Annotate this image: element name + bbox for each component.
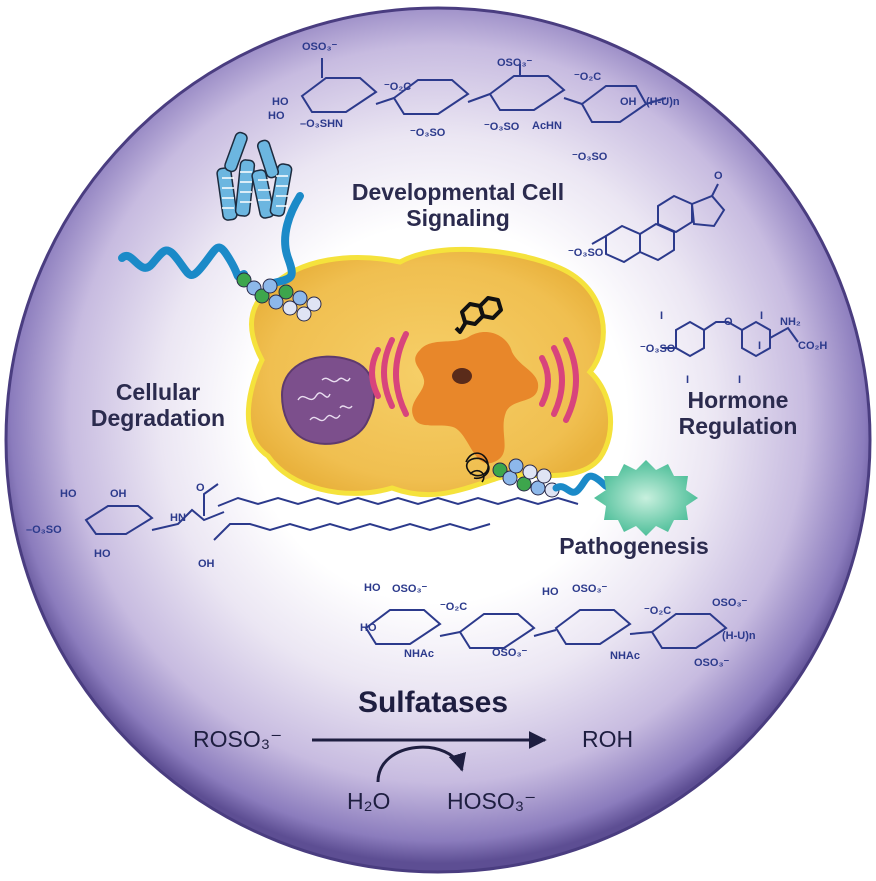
chem-label-lipid: HO [60,488,77,500]
chem-label-heparan-bottom: NHAc [610,650,640,662]
chem-label-steroid: ⁻O₃SO [568,246,603,259]
chem-label-heparan-bottom: OSO₃⁻ [572,582,607,595]
chem-label-lipid: –O₃SO [26,524,62,536]
chem-label-heparan-top: AcHN [532,120,562,132]
chem-label-thyroid: I [660,310,663,322]
chem-label-thyroid: NH₂ [780,316,801,328]
chem-label-thyroid: I [758,340,761,352]
chem-label-heparan-bottom: OSO₃⁻ [392,582,427,595]
chem-label-heparan-bottom: HO [542,586,559,598]
chem-label-heparan-top: ⁻O₃SO [410,126,445,139]
chem-label-heparan-top: OH [620,96,637,108]
reaction-substrate: ROSO₃⁻ [193,726,282,753]
chem-label-lipid: HO [94,548,111,560]
label-cellular-line2: Degradation [68,406,248,432]
chem-label-thyroid: I [738,374,741,386]
chem-label-heparan-bottom: (H-U)n [722,630,756,642]
chem-label-heparan-bottom: NHAc [404,648,434,660]
chem-label-heparan-bottom: OSO₃⁻ [712,596,747,609]
chem-label-heparan-top: ⁻O₂C [384,80,411,93]
label-hormone-regulation: Hormone Regulation [648,388,828,440]
chem-label-heparan-bottom: HO [360,622,377,634]
label-developmental-line1: Developmental Cell [318,180,598,206]
label-cellular-line1: Cellular [68,380,248,406]
chem-label-heparan-top: –O₃SHN [300,118,343,130]
chem-label-heparan-top: OSO₃⁻ [497,56,532,69]
chem-label-heparan-bottom: OSO₃⁻ [694,656,729,669]
chem-label-heparan-bottom: ⁻O₂C [644,604,671,617]
reaction-title: Sulfatases [318,686,548,720]
lysosome [282,357,374,444]
chem-label-heparan-top: HO [268,110,285,122]
reaction-byproduct: HOSO₃⁻ [447,788,536,815]
chem-label-heparan-top: OSO₃⁻ [302,40,337,53]
chem-label-thyroid: I [760,310,763,322]
label-pathogenesis: Pathogenesis [534,534,734,560]
chem-label-thyroid: O [724,316,733,328]
label-developmental-signaling: Developmental Cell Signaling [318,180,598,232]
label-cellular-degradation: Cellular Degradation [68,380,248,432]
chem-label-lipid: OH [110,488,127,500]
chem-label-thyroid: ⁻O₃SO [640,342,675,355]
label-hormone-line1: Hormone [648,388,828,414]
reaction-product: ROH [582,726,633,753]
chem-label-thyroid: I [686,374,689,386]
chem-label-heparan-top: ⁻O₃SO [484,120,519,133]
chem-label-heparan-top: ⁻O₂C [574,70,601,83]
chem-label-heparan-top: (H-U)n [646,96,680,108]
label-developmental-line2: Signaling [318,206,598,232]
chem-label-heparan-bottom: OSO₃⁻ [492,646,527,659]
label-hormone-line2: Regulation [648,414,828,440]
chem-label-heparan-bottom: HO [364,582,381,594]
nucleolus [452,368,472,384]
chem-label-heparan-top: HO [272,96,289,108]
chem-label-heparan-top: ⁻O₃SO [572,150,607,163]
chem-label-heparan-bottom: ⁻O₂C [440,600,467,613]
reaction-water: H₂O [347,788,390,815]
chem-label-lipid: O [196,482,205,494]
chem-label-lipid: HN [170,512,186,524]
chem-label-lipid: OH [198,558,215,570]
chem-label-steroid: O [714,170,723,182]
chem-label-thyroid: CO₂H [798,340,827,352]
